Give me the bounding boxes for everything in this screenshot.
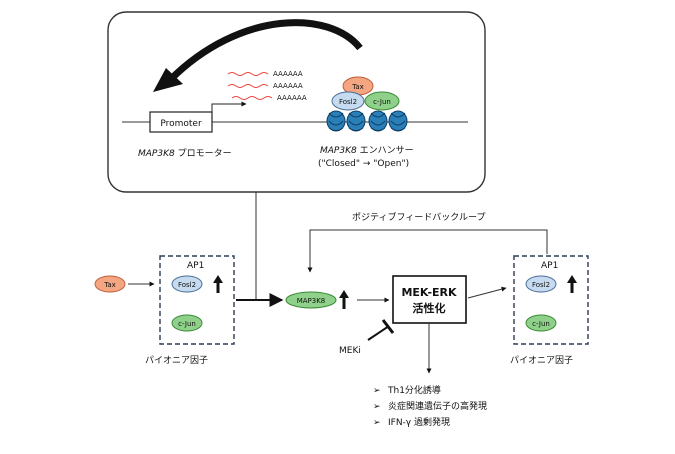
mrna-strand-1 <box>227 72 269 76</box>
left-pioneer-caption: パイオニア因子 <box>145 355 208 366</box>
left-fosl2-oval <box>171 275 203 293</box>
promoter-box <box>149 111 213 133</box>
left-cjun-label: c-Jun <box>178 320 196 328</box>
curved-regulation-arrow <box>167 19 363 83</box>
left-cjun-oval <box>171 314 203 332</box>
inset-fosl2-label: Fosl2 <box>339 98 357 106</box>
mek-erk-line2: 活性化 <box>413 301 446 315</box>
promoter-label: Promoter <box>160 119 202 129</box>
map3k8-up-arrow-icon <box>339 290 349 309</box>
mek-erk-box <box>392 275 467 324</box>
curved-arrow-head <box>153 68 183 92</box>
polya-tail-2: AAAAAA <box>273 82 303 90</box>
polya-tail-1: AAAAAA <box>273 70 303 78</box>
nucleosome-2 <box>346 110 366 132</box>
tax-input-oval <box>94 275 126 293</box>
nucleosome-4 <box>388 110 408 132</box>
enhancer-caption-text: エンハンサー <box>357 145 414 156</box>
outcome-text-2: 炎症関連遺伝子の高発現 <box>388 400 487 412</box>
left-ap1-box <box>159 255 235 345</box>
mek-erk-line1: MEK-ERK <box>401 286 457 299</box>
nucleosome-1 <box>326 110 346 132</box>
meki-inhibition-bar <box>381 319 395 334</box>
promoter-caption-text: プロモーター <box>175 148 232 159</box>
nucleosome-3 <box>368 110 388 132</box>
outcome-item-3: ➢ IFN-γ 過剰発現 <box>373 416 450 428</box>
right-cjun-oval <box>525 314 557 332</box>
inset-connector-line <box>255 192 274 301</box>
left-fosl2-label: Fosl2 <box>178 281 196 289</box>
right-cjun-label: c-Jun <box>532 320 550 328</box>
outcome-item-2: ➢ 炎症関連遺伝子の高発現 <box>373 400 487 412</box>
outcome-item-1: ➢ Th1分化誘導 <box>373 384 441 396</box>
left-fosl2-up-arrow-icon <box>213 275 223 293</box>
map3k8-label: MAP3K8 <box>297 297 326 305</box>
enhancer-caption: MAP3K8 エンハンサー <box>320 145 414 156</box>
outcome-text-3: IFN-γ 過剰発現 <box>388 416 450 428</box>
right-ap1-box <box>513 255 589 345</box>
outcome-bullet-3: ➢ <box>373 418 381 428</box>
right-fosl2-up-arrow-icon <box>567 275 577 293</box>
inset-fosl2-oval <box>331 91 365 111</box>
meki-label: MEKi <box>339 346 361 356</box>
outcome-bullet-1: ➢ <box>373 386 381 396</box>
right-fosl2-label: Fosl2 <box>532 281 550 289</box>
polya-tail-3: AAAAAA <box>277 94 307 102</box>
outcome-text-1: Th1分化誘導 <box>387 384 441 396</box>
outcome-list: ➢ Th1分化誘導 ➢ 炎症関連遺伝子の高発現 ➢ IFN-γ 過剰発現 <box>373 384 487 428</box>
enhancer-state-caption: ("Closed" → "Open") <box>318 159 409 169</box>
mrna-transcripts <box>227 72 273 100</box>
mrna-strand-2 <box>227 84 269 88</box>
promoter-caption: MAP3K8 プロモーター <box>138 148 232 159</box>
tss-arrow <box>211 101 247 112</box>
meki-inhibition-line <box>367 325 390 341</box>
enhancer-caption-gene: MAP3K8 <box>320 146 357 156</box>
left-ap1-title: AP1 <box>187 261 204 271</box>
mrna-strand-3 <box>231 96 273 100</box>
mekerk-to-right-ap1-arrow <box>467 286 507 299</box>
promoter-caption-gene: MAP3K8 <box>138 149 175 159</box>
map3k8-oval <box>285 291 337 309</box>
feedback-loop-label: ポジティブフィードバックループ <box>352 211 485 223</box>
right-fosl2-oval <box>525 275 557 293</box>
inset-cjun-label: c-Jun <box>373 98 391 106</box>
inset-panel <box>107 11 486 193</box>
feedback-loop-arrow <box>307 229 548 273</box>
tax-input-label: Tax <box>103 281 116 289</box>
inset-tax-label: Tax <box>351 83 364 91</box>
right-ap1-title: AP1 <box>541 261 558 271</box>
right-pioneer-caption: パイオニア因子 <box>510 355 573 366</box>
inset-cjun-oval <box>364 91 400 111</box>
outcome-bullet-2: ➢ <box>373 402 381 412</box>
nucleosome-array <box>326 110 408 132</box>
